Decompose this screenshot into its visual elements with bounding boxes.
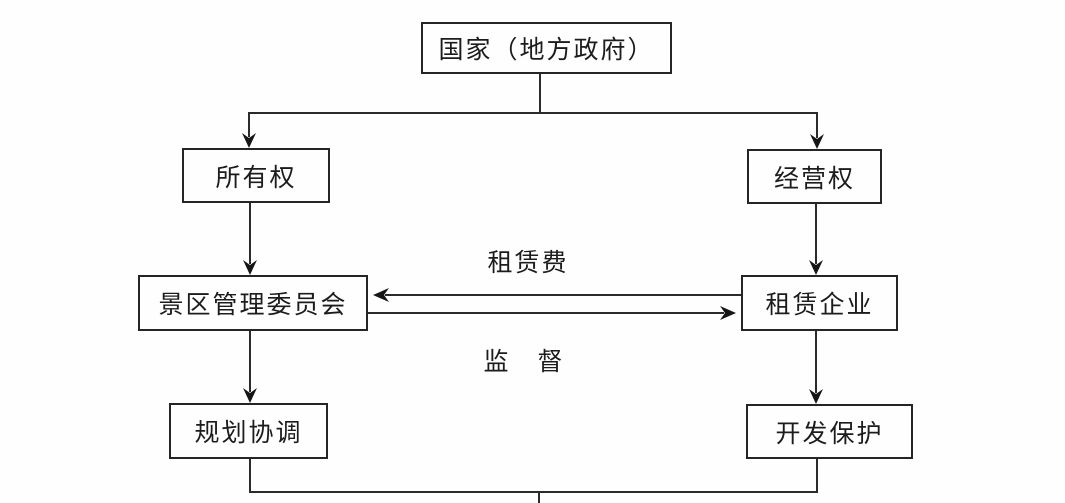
arrowhead-to-development: [809, 389, 823, 404]
node-development-label: 开发保护: [775, 420, 884, 448]
arrowhead-to-committee: [243, 260, 257, 275]
node-committee: 景区管理委员会: [138, 275, 368, 331]
arrowhead-lease-fee-left: [373, 288, 389, 302]
arrowhead-to-planning: [243, 388, 257, 403]
node-planning-label: 规划协调: [194, 420, 303, 447]
node-ownership-label: 所有权: [215, 164, 297, 192]
arrowhead-to-lease-enterprise: [809, 260, 823, 275]
node-operation-right-label: 经营权: [773, 165, 855, 193]
label-lease-fee: 租赁费: [487, 250, 569, 277]
arrowhead-supervision-right: [720, 306, 736, 320]
node-lease-enterprise: 租赁企业: [741, 275, 898, 331]
node-planning: 规划协调: [169, 403, 328, 459]
node-development: 开发保护: [746, 404, 913, 459]
node-operation-right: 经营权: [747, 149, 882, 204]
node-ownership: 所有权: [182, 148, 330, 203]
arrowhead-to-operation-right: [810, 134, 824, 149]
arrowhead-to-ownership: [242, 133, 256, 148]
node-lease-enterprise-label: 租赁企业: [765, 292, 874, 319]
node-government: 国家（地方政府）: [421, 22, 672, 74]
node-committee-label: 景区管理委员会: [158, 292, 348, 319]
node-government-label: 国家（地方政府）: [438, 37, 655, 64]
label-supervision: 监 督: [483, 349, 565, 376]
